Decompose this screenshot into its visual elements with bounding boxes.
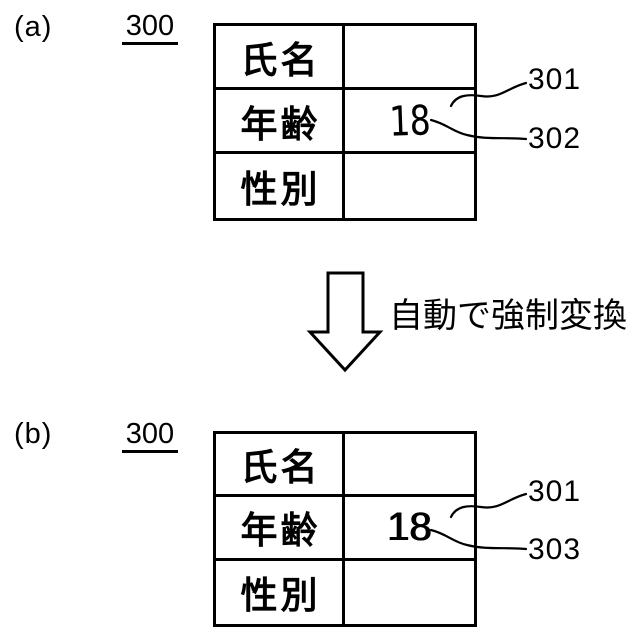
conversion-caption: 自動で強制変換 xyxy=(389,296,627,336)
panel-b-callout-303: 303 xyxy=(528,533,582,566)
panel-b-cell-name-label: 氏名 xyxy=(216,434,345,498)
handwritten-age-value: 18 xyxy=(387,95,432,146)
panel-a-cell-name-label: 氏名 xyxy=(216,26,345,90)
panel-b-cell-gender-value xyxy=(345,561,474,624)
panel-b-callout-301: 301 xyxy=(528,475,582,508)
panel-b-cell-age-value: 18 xyxy=(345,497,474,561)
panel-a-table: 氏名 年齢 18 性別 xyxy=(213,23,477,221)
panel-b-label: (b) xyxy=(14,418,53,450)
panel-a-cell-gender-value xyxy=(345,154,474,218)
panel-b-table: 氏名 年齢 18 性別 xyxy=(213,431,477,627)
panel-a-ref-300: 300 xyxy=(122,11,178,45)
converted-age-value: 18 xyxy=(387,504,432,549)
panel-a-label: (a) xyxy=(14,11,53,43)
panel-b-cell-gender-label: 性別 xyxy=(216,560,345,624)
panel-a-callout-302: 302 xyxy=(528,122,582,155)
panel-b-cell-age-label: 年齢 xyxy=(216,497,345,561)
panel-b-ref-300: 300 xyxy=(122,419,178,453)
panel-a-cell-gender-label: 性別 xyxy=(216,154,345,218)
panel-a-cell-age-label: 年齢 xyxy=(216,90,345,154)
panel-b-cell-name-value xyxy=(345,434,474,498)
panel-a-callout-301: 301 xyxy=(528,63,582,96)
panel-a-cell-age-value: 18 xyxy=(345,90,474,154)
panel-a-cell-name-value xyxy=(345,26,474,90)
down-arrow-icon xyxy=(306,271,384,373)
